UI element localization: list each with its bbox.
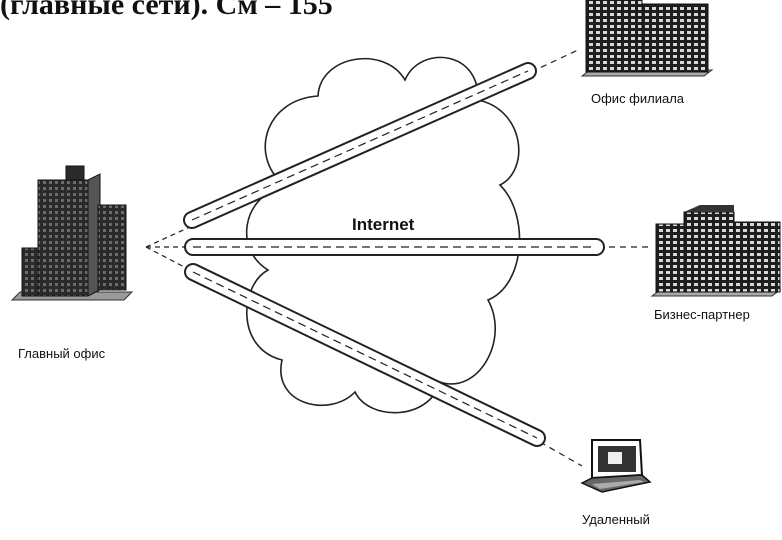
partner-building-icon	[650, 205, 782, 297]
main-office-label: Главный офис	[18, 346, 106, 361]
site-connectors	[530, 49, 650, 467]
remote-user-label: Удаленный	[582, 512, 650, 527]
branch-building-icon	[580, 0, 714, 77]
vpn-tunnel-remote	[184, 263, 546, 447]
page-header-fragment: (главные сети). См – 155	[0, 0, 333, 21]
laptop-icon	[580, 439, 652, 493]
main-office-connectors	[145, 226, 191, 271]
partner-label: Бизнес-партнер	[654, 307, 750, 322]
office-building-icon	[10, 165, 134, 301]
vpn-tunnel-branch	[183, 62, 537, 229]
branch-office-label: Офис филиала	[591, 91, 685, 106]
internet-label: Internet	[352, 215, 415, 234]
